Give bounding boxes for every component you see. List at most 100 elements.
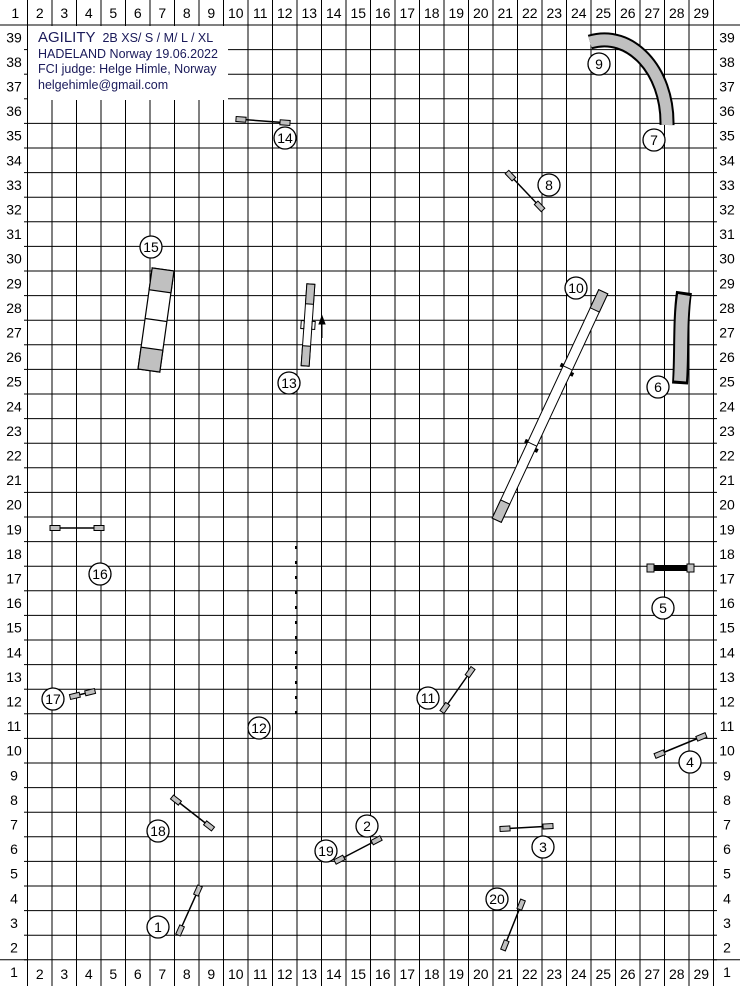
row-label: 21 — [6, 472, 22, 488]
row-label: 3 — [723, 915, 731, 931]
obstacle-number-7: 7 — [642, 128, 666, 152]
obstacle-number: 11 — [421, 690, 436, 706]
row-label: 7 — [10, 817, 18, 833]
number-circle — [564, 276, 588, 300]
jump-wing — [235, 115, 247, 123]
column-label-bottom: 4 — [85, 966, 93, 982]
long-jump — [646, 563, 695, 573]
obstacle-number: 2 — [363, 818, 371, 834]
row-label: 8 — [10, 792, 18, 808]
row-label: 22 — [719, 448, 735, 464]
number-circle — [416, 686, 440, 710]
column-label-bottom: 16 — [375, 966, 391, 982]
row-label: 7 — [723, 817, 731, 833]
row-label: 18 — [6, 546, 22, 562]
column-label-bottom: 5 — [109, 966, 117, 982]
number-circle — [642, 128, 666, 152]
row-label: 23 — [6, 423, 22, 439]
row-label: 11 — [720, 718, 735, 734]
column-label-bottom: 15 — [350, 966, 366, 982]
obstacle-number-20: 20 — [485, 887, 509, 911]
obstacle-number-6: 6 — [646, 375, 670, 399]
obstacle-number-5: 5 — [651, 596, 675, 620]
row-label: 15 — [6, 620, 22, 636]
column-label: 15 — [350, 5, 366, 21]
column-label: 4 — [85, 5, 93, 21]
column-label: 8 — [183, 5, 191, 21]
jump-wing — [653, 749, 666, 759]
weave-poles — [295, 546, 297, 714]
obstacle-number: 9 — [595, 56, 603, 72]
obstacle-number: 16 — [92, 566, 108, 582]
number-circle — [139, 235, 163, 259]
row-label: 38 — [6, 54, 22, 70]
column-label-bottom: 23 — [546, 966, 562, 982]
jump-wing — [93, 525, 105, 531]
row-label: 1 — [723, 964, 731, 980]
column-label-bottom: 3 — [60, 966, 68, 982]
column-label: 28 — [669, 5, 685, 21]
jump-wing — [516, 898, 526, 911]
obstacle-number: 13 — [281, 375, 297, 391]
row-label: 28 — [6, 300, 22, 316]
course-header: AGILITY 2B XS/ S / M/ L / XL HADELAND No… — [38, 30, 218, 93]
header-event: HADELAND Norway 19.06.2022 — [38, 46, 218, 61]
obstacle-number-9: 9 — [587, 52, 611, 76]
right-label-strip — [714, 26, 740, 959]
number-circle — [247, 716, 271, 740]
obstacle-number: 3 — [539, 839, 547, 855]
jump-wing — [533, 200, 546, 213]
column-label: 20 — [473, 5, 489, 21]
jump-wing — [542, 822, 554, 830]
column-label-bottom: 8 — [183, 966, 191, 982]
obstacle-number-10: 10 — [564, 276, 588, 300]
number-circle — [651, 596, 675, 620]
jump — [653, 732, 708, 759]
weave-pole — [295, 696, 297, 699]
header-background — [28, 26, 228, 100]
row-label: 21 — [719, 472, 735, 488]
weave-pole — [295, 681, 297, 684]
curved-tunnel-body — [588, 34, 673, 126]
column-label: 6 — [134, 5, 142, 21]
number-circle — [537, 173, 561, 197]
number-circle — [88, 562, 112, 586]
jump — [68, 687, 97, 701]
obstacle-number-8: 8 — [537, 173, 561, 197]
column-label: 23 — [546, 5, 562, 21]
column-label: 26 — [620, 5, 636, 21]
obstacle-number-16: 16 — [88, 562, 112, 586]
header-email: helgehimle@gmail.com — [38, 77, 169, 92]
weave-pole — [295, 561, 297, 564]
jump-wing — [333, 854, 346, 865]
row-label: 29 — [719, 275, 735, 291]
row-label: 6 — [723, 841, 731, 857]
jump-wing — [169, 794, 183, 806]
number-circle — [41, 687, 65, 711]
header-classes: 2B XS/ S / M/ L / XL — [102, 31, 214, 45]
row-label: 25 — [719, 374, 735, 390]
column-label: 13 — [301, 5, 317, 21]
column-label-bottom: 27 — [644, 966, 660, 982]
number-circle — [277, 371, 301, 395]
number-circle — [146, 915, 170, 939]
jump-wing — [279, 119, 291, 127]
number-circle — [146, 819, 170, 843]
row-label: 27 — [719, 325, 735, 341]
row-label: 5 — [10, 866, 18, 882]
jump-wing — [500, 939, 510, 952]
column-label-bottom: 6 — [134, 966, 142, 982]
column-label: 29 — [693, 5, 709, 21]
row-label: 11 — [7, 718, 22, 734]
weave-pole — [295, 576, 297, 579]
row-label: 32 — [6, 202, 22, 218]
row-label: 37 — [6, 79, 22, 95]
column-label-bottom: 9 — [207, 966, 215, 982]
row-label: 16 — [6, 595, 22, 611]
row-label: 30 — [719, 251, 735, 267]
obstacle-number-13: 13 — [277, 371, 301, 395]
column-label: 5 — [109, 5, 117, 21]
obstacle-number-15: 15 — [139, 235, 163, 259]
row-label: 4 — [10, 890, 18, 906]
row-label: 20 — [719, 497, 735, 513]
